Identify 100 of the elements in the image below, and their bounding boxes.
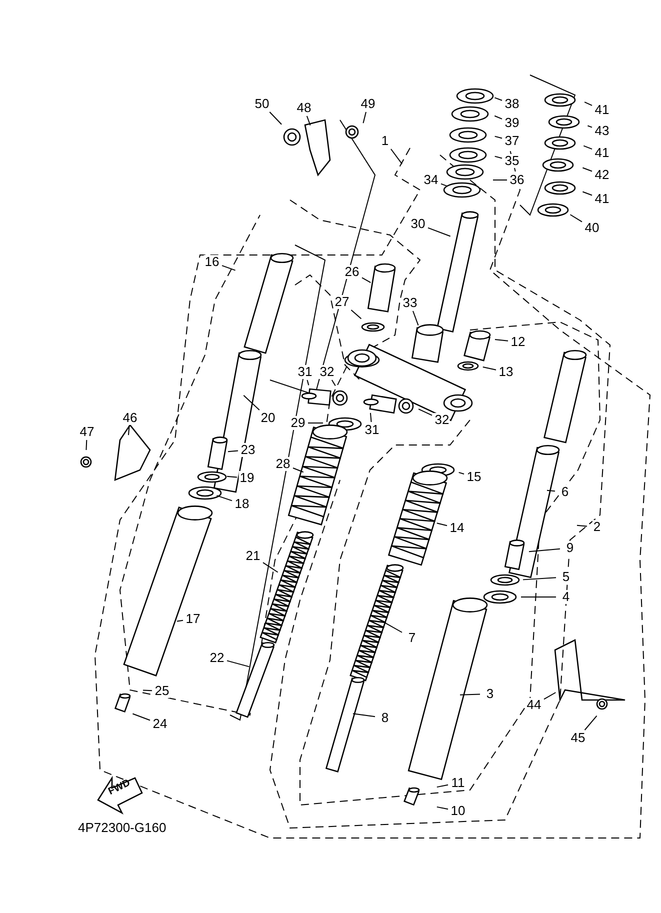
leader-line	[370, 412, 372, 422]
leader-line	[292, 468, 304, 473]
callout-number: 11	[450, 776, 466, 790]
callout-number: 43	[594, 124, 610, 138]
callout-number: 41	[594, 103, 610, 117]
leader-line	[436, 784, 448, 788]
callout-number: 9	[565, 541, 575, 555]
callout-number: 8	[380, 711, 390, 725]
leader-line	[582, 191, 592, 196]
callout-number: 41	[594, 146, 610, 160]
callout-number: 18	[234, 497, 250, 511]
leader-line	[440, 183, 448, 187]
leader-line	[132, 713, 150, 721]
leader-line	[384, 622, 402, 633]
callout-number: 45	[570, 731, 586, 745]
leader-line	[306, 380, 310, 386]
leader-line	[494, 136, 502, 139]
callout-number: 49	[360, 97, 376, 111]
callout-number: 23	[240, 443, 256, 457]
callout-number: 1	[380, 134, 390, 148]
leader-line	[308, 422, 324, 424]
leader-line	[576, 524, 588, 527]
leader-line	[216, 495, 232, 502]
callout-number: 34	[422, 173, 440, 187]
leader-line	[226, 476, 238, 478]
leader-line	[227, 450, 238, 452]
leader-line	[362, 277, 372, 284]
leader-line	[243, 394, 260, 410]
callout-number: 32	[318, 365, 336, 379]
callout-number: 37	[504, 134, 520, 148]
callout-number: 19	[238, 471, 256, 485]
callout-number: 14	[448, 521, 466, 535]
leader-line	[582, 167, 592, 172]
leader-line	[86, 440, 88, 450]
callout-number: 41	[594, 192, 610, 206]
leader-line	[412, 310, 419, 326]
leader-line	[458, 472, 464, 474]
leader-line	[460, 694, 480, 696]
callout-number: 27	[334, 295, 350, 309]
callout-number: 44	[526, 698, 542, 712]
callout-number: 42	[594, 168, 610, 182]
leader-line	[390, 148, 403, 164]
leader-line	[350, 310, 362, 320]
leader-line	[436, 806, 448, 810]
callout-number: 28	[274, 457, 292, 471]
callout-number: 40	[584, 221, 600, 235]
leader-line	[522, 577, 556, 580]
callout-number: 33	[402, 296, 418, 310]
leader-line	[226, 660, 250, 668]
callout-number: 50	[254, 97, 270, 111]
leader-line	[583, 145, 592, 150]
callout-number: 5	[561, 570, 571, 584]
callout-number: 35	[504, 154, 520, 168]
callout-number: 12	[510, 335, 526, 349]
callout-number: 32	[434, 413, 450, 427]
callout-number: 7	[407, 631, 417, 645]
leader-line	[331, 380, 336, 386]
leader-line	[520, 596, 556, 598]
callout-number: 25	[154, 684, 170, 698]
leader-line	[128, 426, 130, 436]
callout-number: 13	[498, 365, 514, 379]
callout-number: 29	[290, 416, 306, 430]
leader-line	[269, 112, 282, 125]
leader-line	[428, 227, 451, 237]
callout-number: 48	[296, 101, 312, 115]
leader-line	[528, 548, 560, 552]
callout-number: 3	[485, 687, 495, 701]
callout-number: 6	[560, 485, 570, 499]
leader-line	[352, 713, 376, 718]
callout-number: 20	[260, 411, 276, 425]
leader-line	[482, 366, 496, 370]
leader-line	[584, 715, 598, 730]
leader-line	[142, 690, 152, 692]
leader-line	[222, 265, 236, 271]
leader-line	[436, 522, 448, 526]
leader-line	[587, 125, 592, 128]
callout-number: 17	[184, 612, 202, 626]
leader-line	[262, 562, 278, 573]
leader-line	[362, 112, 366, 124]
callout-number: 22	[208, 651, 226, 665]
leader-line	[494, 156, 502, 159]
callout-number: 38	[504, 97, 520, 111]
callout-number: 10	[450, 804, 466, 818]
callout-number: 36	[508, 173, 526, 187]
leader-line	[418, 408, 432, 416]
callout-number: 46	[122, 411, 138, 425]
callout-number: 31	[296, 365, 314, 379]
callout-number: 39	[504, 116, 520, 130]
callout-number: 30	[410, 217, 426, 231]
leader-line	[306, 116, 311, 126]
callout-number: 26	[344, 265, 360, 279]
callout-number: 16	[204, 255, 220, 269]
leader-line	[176, 620, 184, 622]
leader-line	[494, 339, 508, 342]
callout-number: 24	[152, 717, 168, 731]
callout-number: 4	[561, 590, 571, 604]
leader-line	[546, 490, 556, 492]
callout-number: 31	[364, 423, 380, 437]
callout-number: 21	[244, 549, 262, 563]
leader-line	[584, 102, 592, 106]
